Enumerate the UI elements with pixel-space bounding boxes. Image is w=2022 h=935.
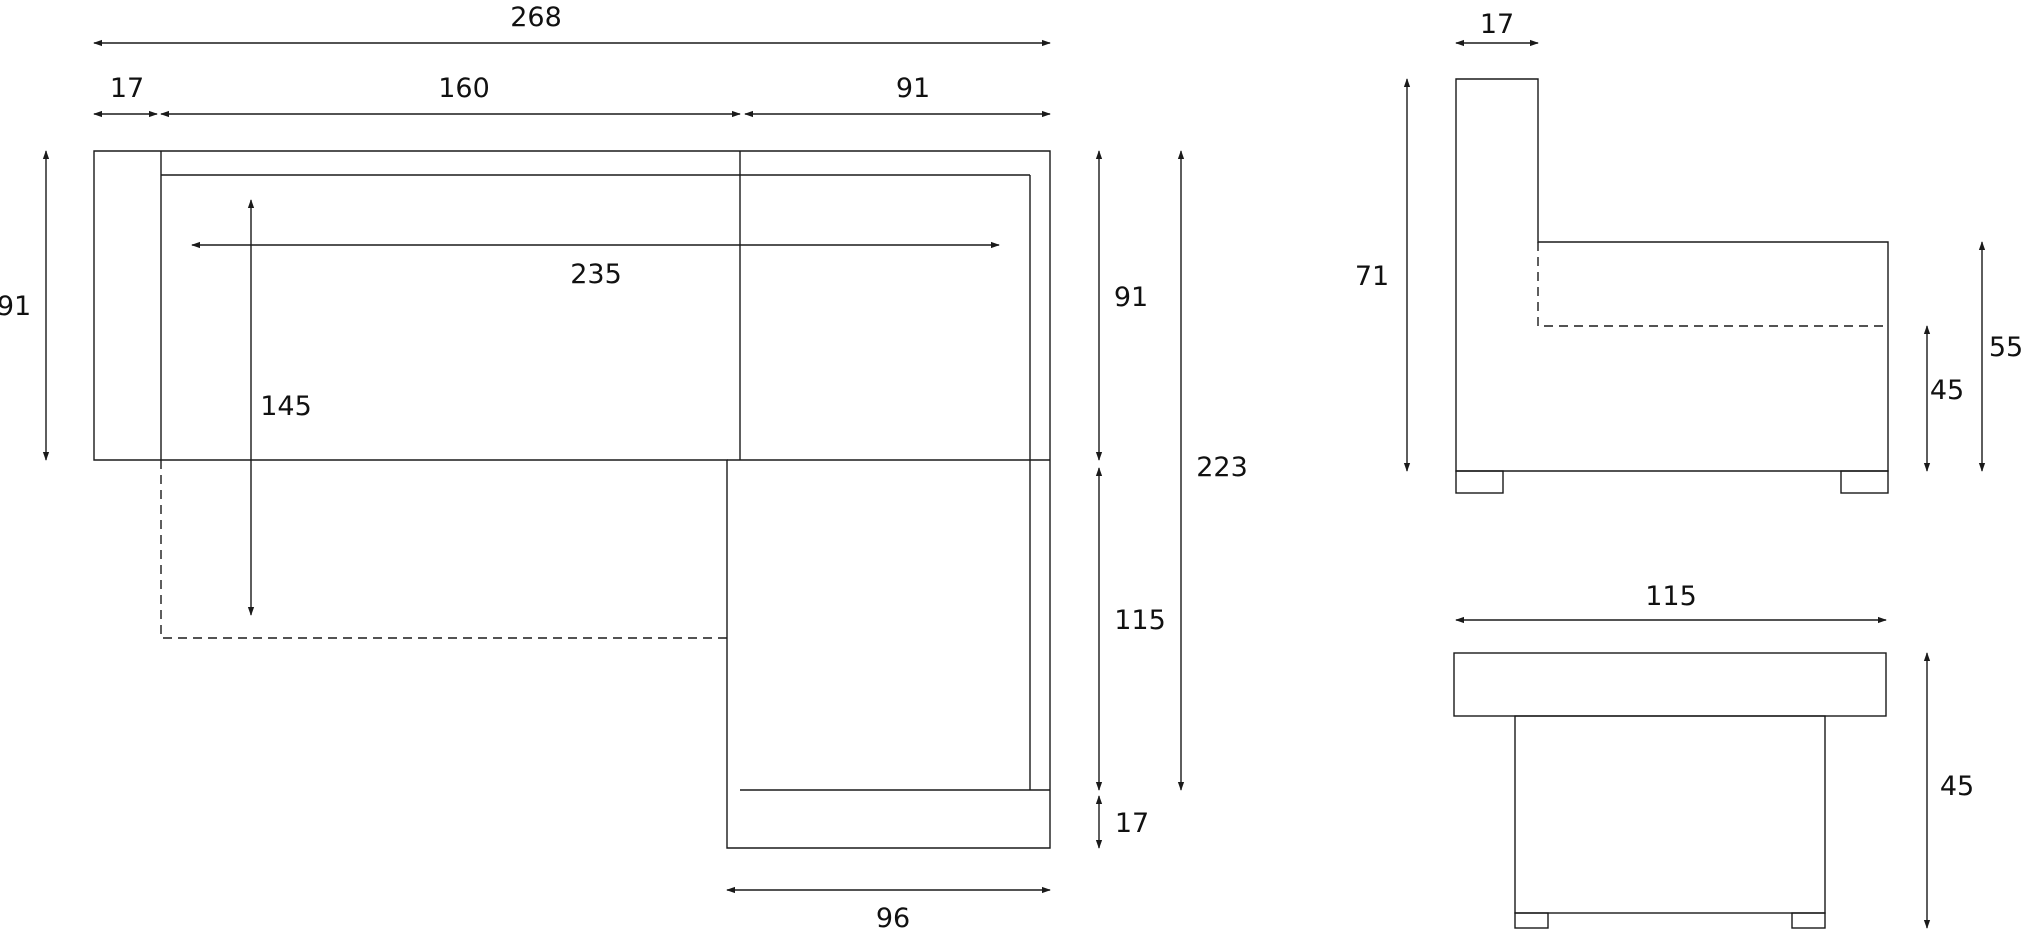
label-chaise-depth: 145 (260, 391, 312, 422)
label-end-arm-depth: 17 (1115, 808, 1149, 839)
label-chaise-length: 115 (1114, 605, 1166, 636)
side-sofa-outline (1455, 78, 1889, 472)
plan-view: 268 17 160 91 91 235 145 91 223 115 17 9… (0, 2, 1248, 934)
label-end-width: 115 (1645, 581, 1697, 612)
side-foot-left (1455, 470, 1504, 494)
plan-sofa-outline (93, 150, 1051, 849)
label-depth-right: 91 (1114, 282, 1148, 313)
label-chaise-width: 96 (876, 903, 910, 934)
label-armrest-width: 17 (110, 73, 144, 104)
label-seat-width: 160 (438, 73, 490, 104)
plan-dashed-outline (160, 460, 727, 639)
end-base-body (1514, 715, 1826, 914)
label-overall-width: 268 (510, 2, 562, 33)
label-seat-span: 235 (570, 259, 622, 290)
label-arm-height: 55 (1989, 332, 2022, 363)
label-total-length: 223 (1196, 452, 1248, 483)
end-view: 115 45 (1453, 581, 1974, 929)
side-view: 17 71 55 45 (1355, 9, 2022, 494)
side-foot-right (1840, 470, 1889, 494)
end-top-slab (1453, 652, 1887, 717)
end-foot-left (1514, 912, 1549, 929)
side-seat-dashed (1537, 242, 1888, 327)
label-depth-left: 91 (0, 291, 31, 322)
label-back-thickness: 17 (1480, 9, 1514, 40)
label-end-height: 45 (1940, 771, 1974, 802)
label-corner-width: 91 (896, 73, 930, 104)
label-seat-height: 45 (1930, 375, 1964, 406)
label-back-height: 71 (1355, 261, 1389, 292)
end-foot-right (1791, 912, 1826, 929)
